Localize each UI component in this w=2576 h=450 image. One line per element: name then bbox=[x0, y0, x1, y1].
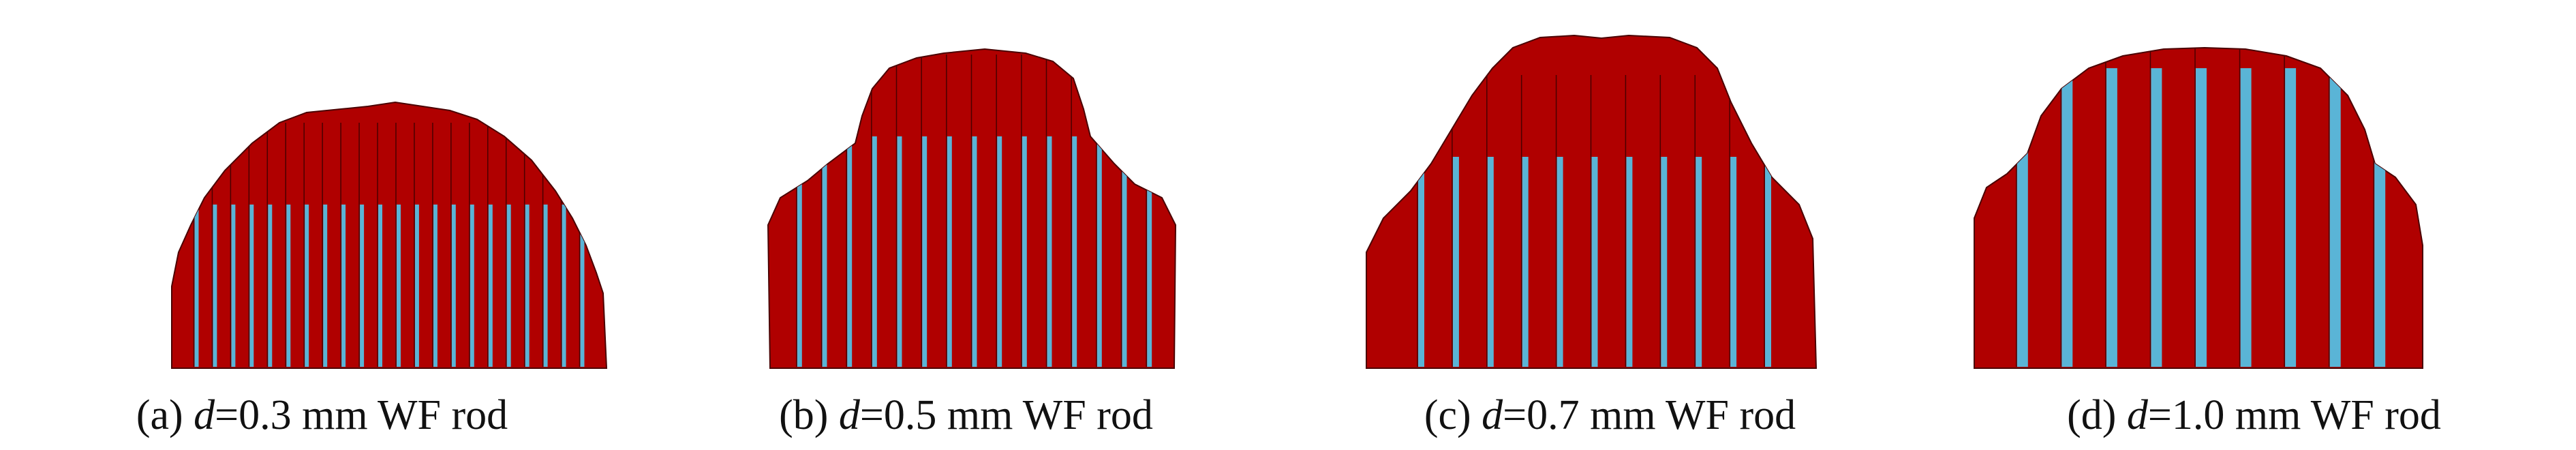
caption-value: =0.5 mm WF rod bbox=[859, 392, 1153, 438]
wf-rod bbox=[543, 205, 548, 367]
wf-rod bbox=[525, 205, 530, 367]
caption-b: (b) d=0.5 mm WF rod bbox=[644, 391, 1288, 439]
wf-rod bbox=[897, 136, 902, 367]
wf-rod bbox=[323, 205, 328, 367]
wf-rod bbox=[1022, 136, 1027, 367]
wf-rod bbox=[341, 205, 346, 367]
wf-rod bbox=[1522, 157, 1529, 367]
wf-rod bbox=[1696, 157, 1702, 367]
wf-rod bbox=[470, 205, 474, 367]
wf-rod bbox=[231, 205, 236, 367]
wf-rod bbox=[2061, 68, 2073, 367]
wf-rod bbox=[1147, 136, 1152, 367]
caption-label: (a) bbox=[136, 392, 183, 438]
wf-rod bbox=[1626, 157, 1633, 367]
wf-rod bbox=[213, 205, 217, 367]
caption-label: (c) bbox=[1424, 392, 1471, 438]
caption-variable: d bbox=[838, 392, 860, 438]
wf-rod bbox=[397, 205, 401, 367]
wf-rod bbox=[268, 205, 273, 367]
wf-rod bbox=[1122, 136, 1127, 367]
wf-rod bbox=[922, 136, 927, 367]
wf-rod bbox=[414, 205, 419, 367]
wf-rod bbox=[1765, 157, 1771, 367]
wf-rod bbox=[580, 205, 585, 367]
rod-profile-d bbox=[1974, 46, 2423, 369]
wf-rod bbox=[286, 205, 291, 367]
caption-value: =0.7 mm WF rod bbox=[1503, 392, 1796, 438]
wf-rod bbox=[1557, 157, 1563, 367]
caption-label: (b) bbox=[779, 392, 829, 438]
wf-rod bbox=[2374, 68, 2386, 367]
wf-rod bbox=[451, 205, 456, 367]
caption-variable: d bbox=[1482, 392, 1503, 438]
wf-rod bbox=[972, 136, 977, 367]
caption-label: (d) bbox=[2067, 392, 2117, 438]
wf-rod bbox=[433, 205, 438, 367]
wf-rod bbox=[1487, 157, 1494, 367]
rod-profile-a bbox=[171, 101, 608, 369]
wf-rod bbox=[562, 205, 566, 367]
caption-variable: d bbox=[2126, 392, 2148, 438]
wf-rod bbox=[822, 136, 827, 367]
wf-rod bbox=[2285, 68, 2297, 367]
wf-rod bbox=[2017, 68, 2028, 367]
wf-rod bbox=[506, 205, 511, 367]
wf-rod bbox=[378, 205, 382, 367]
wf-rod bbox=[1591, 157, 1598, 367]
panel-a: (a) d=0.3 mm WF rod bbox=[0, 0, 644, 450]
wf-rod bbox=[2329, 68, 2341, 367]
rod-profile-b bbox=[767, 48, 1177, 369]
wf-rod bbox=[360, 205, 365, 367]
caption-variable: d bbox=[194, 392, 215, 438]
wf-rod bbox=[194, 205, 199, 367]
wf-rod bbox=[2240, 68, 2252, 367]
wf-rod bbox=[947, 136, 952, 367]
fiber-body bbox=[171, 101, 608, 369]
caption-value: =0.3 mm WF rod bbox=[215, 392, 508, 438]
wf-rod bbox=[1047, 136, 1052, 367]
wf-rod bbox=[1452, 157, 1459, 367]
wf-rod bbox=[2106, 68, 2117, 367]
wf-rod bbox=[872, 136, 877, 367]
caption-a: (a) d=0.3 mm WF rod bbox=[0, 391, 644, 439]
wf-rod bbox=[1661, 157, 1668, 367]
wf-rod bbox=[249, 205, 254, 367]
wf-rod bbox=[1730, 157, 1737, 367]
panel-d: (d) d=1.0 mm WF rod bbox=[1932, 0, 2576, 450]
wf-rod bbox=[2196, 68, 2207, 367]
wf-rod bbox=[997, 136, 1002, 367]
caption-c: (c) d=0.7 mm WF rod bbox=[1288, 391, 1932, 439]
wf-rod bbox=[2151, 68, 2162, 367]
rod-profile-c bbox=[1366, 34, 1818, 369]
wf-rod bbox=[1097, 136, 1102, 367]
wf-rod bbox=[1072, 136, 1077, 367]
wf-rod bbox=[305, 205, 309, 367]
wf-rod bbox=[488, 205, 493, 367]
wf-rod bbox=[1418, 157, 1424, 367]
caption-d: (d) d=1.0 mm WF rod bbox=[1932, 391, 2576, 439]
wf-rod bbox=[847, 136, 853, 367]
caption-value: =1.0 mm WF rod bbox=[2147, 392, 2441, 438]
panel-b: (b) d=0.5 mm WF rod bbox=[644, 0, 1288, 450]
wf-rod bbox=[797, 136, 802, 367]
panel-c: (c) d=0.7 mm WF rod bbox=[1288, 0, 1932, 450]
